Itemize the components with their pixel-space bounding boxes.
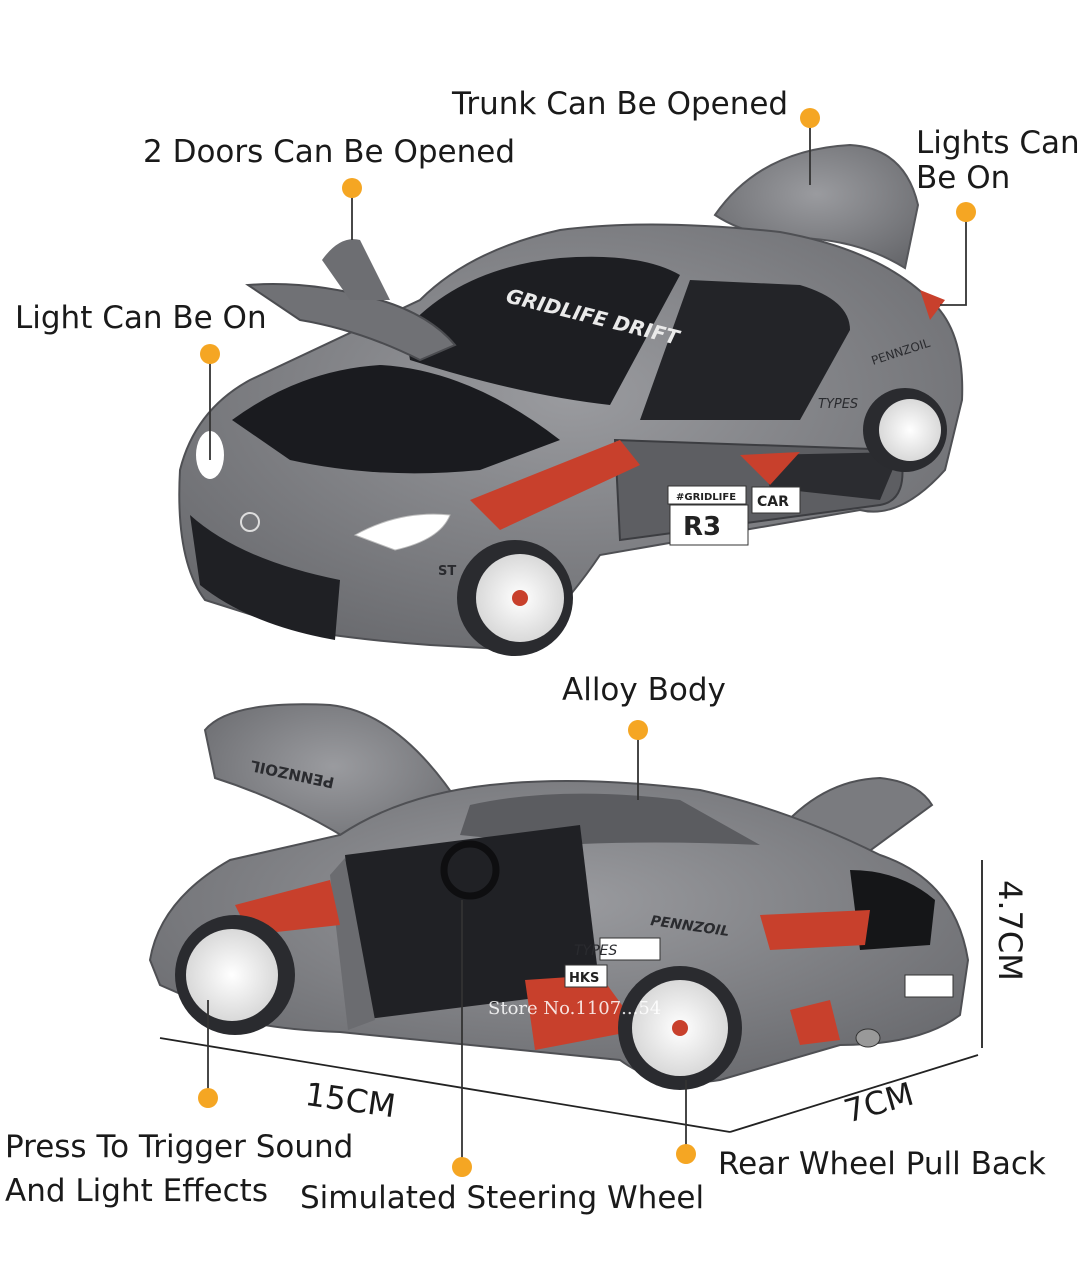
bottom-car <box>148 703 970 1090</box>
decal-hks: HKS <box>569 971 599 986</box>
callout-dots <box>198 108 976 1177</box>
decal-st: ST <box>438 564 456 579</box>
decal-gridlife: #GRIDLIFE <box>676 492 736 503</box>
label-press-trigger: Press To Trigger Sound And Light Effects <box>5 1129 354 1209</box>
store-watermark: Store No.1107...54 <box>488 998 662 1019</box>
decal-types-top: TYPES <box>818 397 858 412</box>
dimension-height: 4.7CM <box>991 880 1029 981</box>
label-trunk-opened: Trunk Can Be Opened <box>452 86 789 122</box>
label-lights-rear: Lights Can Be On <box>916 125 1080 196</box>
label-doors-opened: 2 Doors Can Be Opened <box>143 134 516 170</box>
top-car <box>178 143 964 656</box>
label-steering-wheel: Simulated Steering Wheel <box>300 1180 705 1216</box>
label-alloy-body: Alloy Body <box>562 672 726 708</box>
dimension-lines <box>159 860 983 1133</box>
decal-types-bottom: TYPES <box>574 943 617 959</box>
label-rear-pullback: Rear Wheel Pull Back <box>718 1146 1046 1182</box>
decal-number: R3 <box>683 512 721 542</box>
decal-car: CAR <box>757 494 789 510</box>
leader-lines <box>207 118 967 1165</box>
label-light-front: Light Can Be On <box>15 300 267 336</box>
